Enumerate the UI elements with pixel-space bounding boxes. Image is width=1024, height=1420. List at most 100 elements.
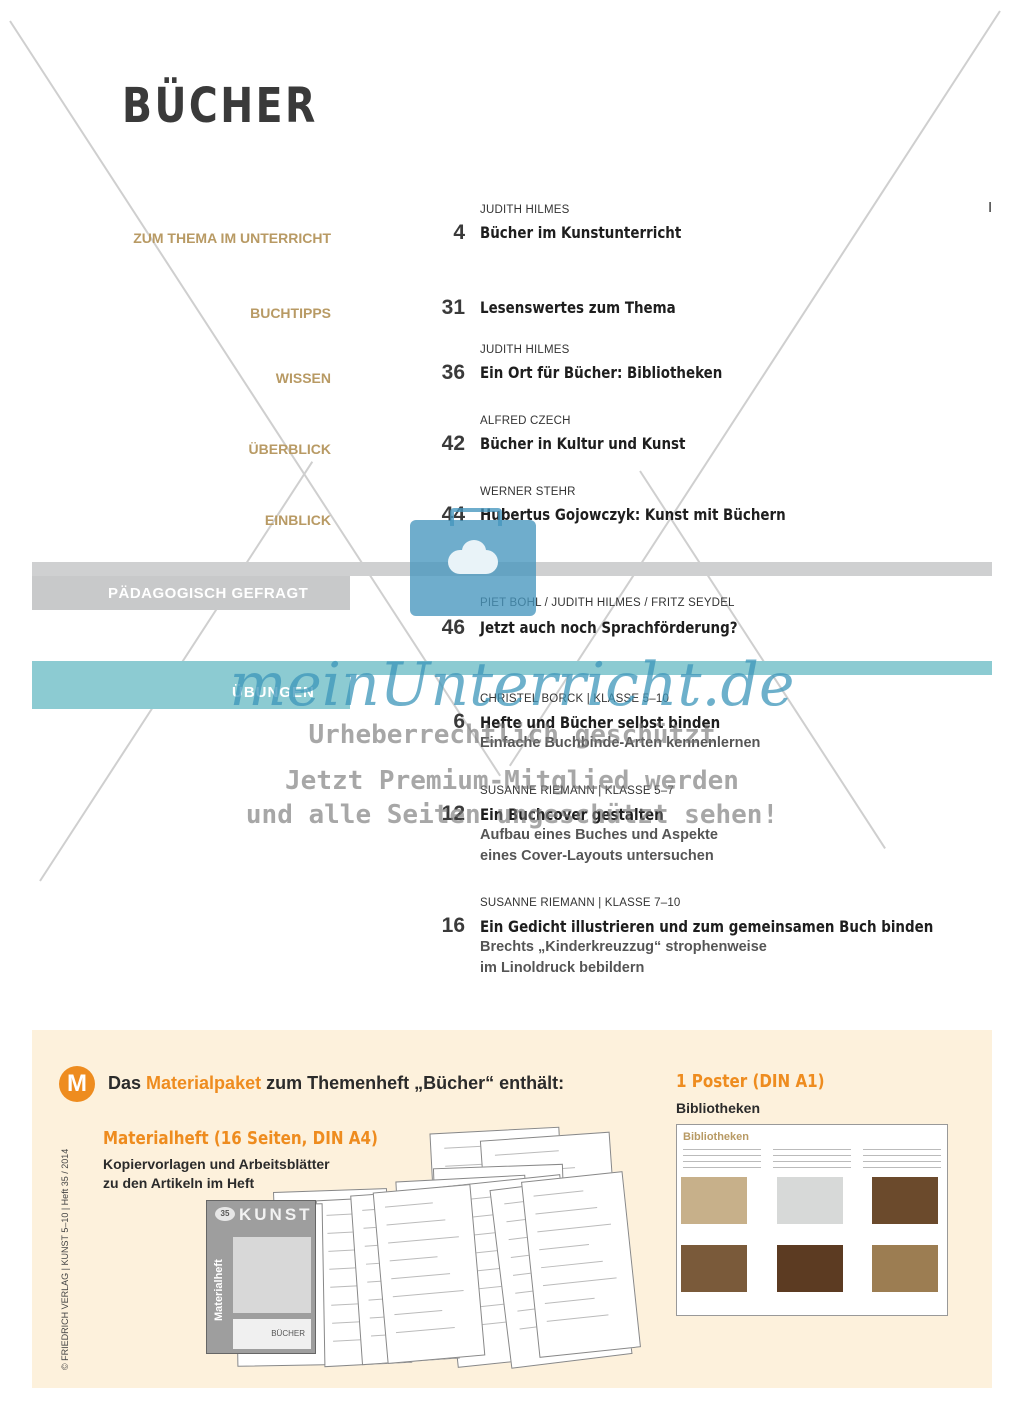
poster-text-line [773, 1161, 851, 1162]
worksheet-line [544, 1297, 595, 1304]
toc-author: CHRISTEL BORCK | KLASSE 5–10 [480, 693, 670, 705]
toc-page-number: 12 [441, 802, 465, 825]
watermark-line-1: Urheberrechtlich geschützt [308, 720, 716, 750]
poster-text-line [863, 1149, 941, 1150]
materialheft-cover: 35 KUNST Materialheft BÜCHER [206, 1200, 316, 1354]
cloud-icon-top [462, 540, 486, 562]
cover-bottom-label: BÜCHER [271, 1329, 305, 1338]
poster-thumbnail: Bibliotheken [676, 1124, 948, 1316]
watermark-line-2: Jetzt Premium-Mitglied werden [285, 766, 739, 796]
toc-category: ZUM THEMA IM UNTERRICHT [133, 230, 331, 246]
m-badge-icon: M [59, 1066, 95, 1102]
materialheft-desc-2: zu den Artikeln im Heft [103, 1175, 255, 1191]
toc-author: JUDITH HILMES [480, 204, 570, 216]
poster-photo [681, 1245, 747, 1292]
poster-text-line [683, 1167, 761, 1168]
toc-page-number: 46 [441, 616, 465, 639]
toc-author: PIET BOHL / JUDITH HILMES / FRITZ SEYDEL [480, 597, 735, 609]
worksheet-line [395, 1326, 455, 1334]
worksheet-line [541, 1260, 603, 1269]
worksheet-line [387, 1236, 459, 1244]
toc-article-title[interactable]: Hefte und Bücher selbst binden [480, 713, 721, 732]
worksheet-line [494, 1150, 559, 1156]
toc-category: EINBLICK [264, 512, 331, 528]
poster-photo [777, 1177, 843, 1224]
headline-part: zum Themenheft „Bücher“ enthält: [261, 1073, 565, 1093]
materialpaket-headline: Das Materialpaket zum Themenheft „Bücher… [108, 1073, 564, 1094]
toc-page-number: 4 [453, 221, 465, 244]
page-marker: I [988, 199, 993, 216]
poster-inner-title: Bibliotheken [683, 1131, 750, 1143]
headline-highlight: Materialpaket [146, 1073, 262, 1093]
toc-author: JUDITH HILMES [480, 344, 570, 356]
worksheet-line [537, 1223, 611, 1233]
worksheet-line [393, 1310, 442, 1316]
materialheft-desc-1: Kopiervorlagen und Arbeitsblätter [103, 1156, 330, 1172]
toc-page-number: 36 [441, 361, 465, 384]
toc-article-subtitle: Einfache Buchbinde-Arten kennenlernen [480, 735, 761, 751]
headline-part: Das [108, 1073, 147, 1093]
toc-author: WERNER STEHR [480, 486, 576, 498]
poster-text-line [773, 1155, 851, 1156]
worksheet-line [392, 1290, 464, 1298]
poster-text-line [773, 1149, 851, 1150]
worksheet-line [389, 1256, 438, 1262]
briefcase-handle [450, 508, 502, 526]
poster-photo [777, 1245, 843, 1292]
toc-article-title[interactable]: Lesenswertes zum Thema [480, 298, 676, 317]
toc-article-title[interactable]: Bücher in Kultur und Kunst [480, 434, 686, 453]
cover-side: Materialheft [213, 1259, 225, 1321]
toc-article-title[interactable]: Jetzt auch noch Sprachförderung? [480, 618, 738, 637]
poster-text-line [863, 1161, 941, 1162]
worksheet-sheet [372, 1184, 486, 1364]
section-bar-teal [32, 661, 992, 675]
section-band-uebungen: ÜBUNGEN [32, 675, 350, 709]
section-label-uebungen: ÜBUNGEN [232, 684, 315, 701]
section-label-paedagogisch: PÄDAGOGISCH GEFRAGT [108, 585, 309, 602]
worksheet-line [546, 1314, 609, 1322]
poster-text-line [863, 1167, 941, 1168]
poster-desc: Bibliotheken [676, 1100, 761, 1116]
poster-text-line [683, 1155, 761, 1156]
worksheet-line [542, 1277, 617, 1287]
poster-photo [872, 1177, 938, 1224]
worksheet-line [390, 1273, 451, 1280]
toc-category: ÜBERBLICK [248, 441, 331, 457]
cover-bottom-bar: BÜCHER [233, 1319, 311, 1349]
worksheet-line [384, 1202, 433, 1208]
section-band-paedagogisch: PÄDAGOGISCH GEFRAGT [32, 576, 350, 610]
toc-category: WISSEN [275, 370, 331, 386]
poster-text-line [773, 1167, 851, 1168]
poster-photo [681, 1177, 747, 1224]
toc-article-subtitle: eines Cover-Layouts untersuchen [480, 848, 714, 864]
cover-issue: 35 [215, 1207, 235, 1221]
toc-article-subtitle: Brechts „Kinderkreuzzug“ strophenweise [480, 939, 767, 955]
toc-article-title[interactable]: Ein Ort für Bücher: Bibliotheken [480, 363, 723, 382]
toc-article-subtitle: im Linoldruck bebildern [480, 960, 645, 976]
toc-article-subtitle: Aufbau eines Buches und Aspekte [480, 827, 718, 843]
toc-article-title[interactable]: Ein Buchcover gestalten [480, 805, 664, 824]
toc-page-number: 31 [441, 296, 465, 319]
toc-author: SUSANNE RIEMANN | KLASSE 5–7 [480, 785, 674, 797]
materialheft-title: Materialheft (16 Seiten, DIN A4) [103, 1128, 378, 1149]
worksheet-line [539, 1244, 590, 1251]
worksheet-line [386, 1219, 446, 1226]
poster-title: 1 Poster (DIN A1) [676, 1071, 825, 1092]
toc-article-title[interactable]: Ein Gedicht illustrieren und zum gemeins… [480, 917, 934, 936]
sidebar-credit: © FRIEDRICH VERLAG | KUNST 5–10 | Heft 3… [60, 1148, 70, 1370]
toc-page-number: 6 [453, 710, 465, 733]
toc-page-number: 16 [441, 914, 465, 937]
toc-category: BUCHTIPPS [250, 305, 331, 321]
watermark-logo: meinUnterricht.de [229, 650, 795, 720]
toc-article-title[interactable]: Bücher im Kunstunterricht [480, 223, 682, 242]
toc-article-title[interactable]: Hubertus Gojowczyk: Kunst mit Büchern [480, 505, 786, 524]
watermark-line-3: und alle Seiten ungeschützt sehen! [245, 800, 779, 830]
cover-image [233, 1237, 311, 1313]
toc-author: SUSANNE RIEMANN | KLASSE 7–10 [480, 897, 681, 909]
briefcase-icon [410, 508, 536, 616]
cover-brand: KUNST [239, 1205, 313, 1224]
poster-text-line [683, 1161, 761, 1162]
worksheet-line [533, 1190, 584, 1197]
poster-photo [872, 1245, 938, 1292]
toc-author: ALFRED CZECH [480, 415, 571, 427]
